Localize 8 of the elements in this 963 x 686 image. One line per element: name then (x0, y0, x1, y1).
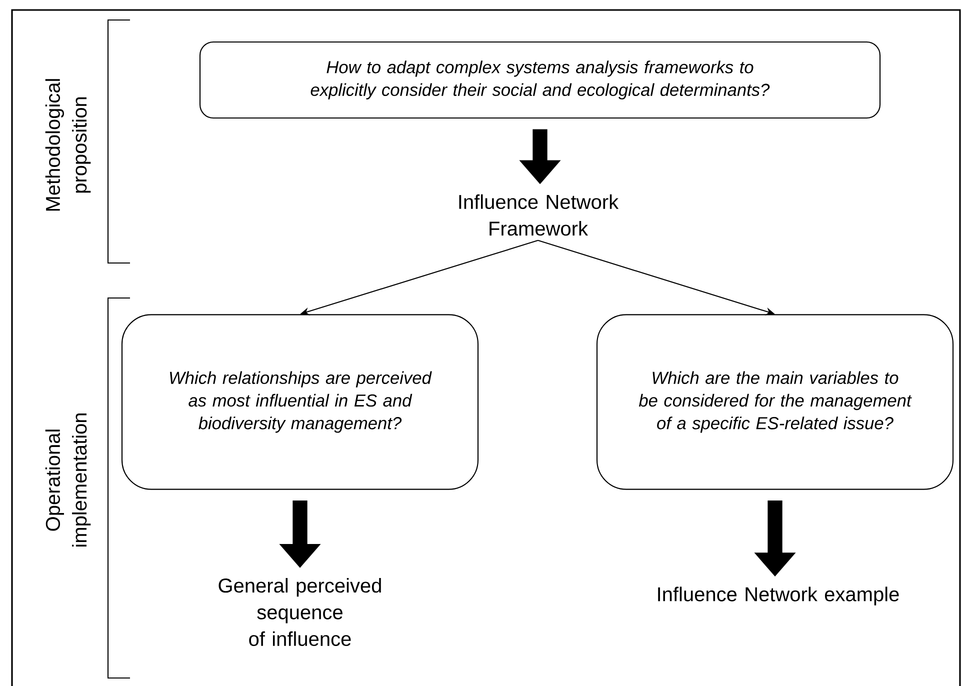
outcome-text: General perceived sequence of influence (218, 578, 381, 646)
question-box: Which are the main variables to be considered for the management of a specific ES-related issue? (596, 314, 954, 490)
question-box: Which relationships are perceived as most influential in ES and biodiversity management? (121, 314, 479, 490)
outcome-text: Influence Network example (658, 586, 899, 606)
question-box: How to adapt complex systems analysis frameworks to explicitly consider their social and ecological determinants? (199, 41, 881, 119)
outcome-text: Influence Network Framework (459, 194, 619, 236)
section-label: Operational implementation (45, 414, 91, 546)
section-label: Methodological proposition (45, 79, 91, 211)
